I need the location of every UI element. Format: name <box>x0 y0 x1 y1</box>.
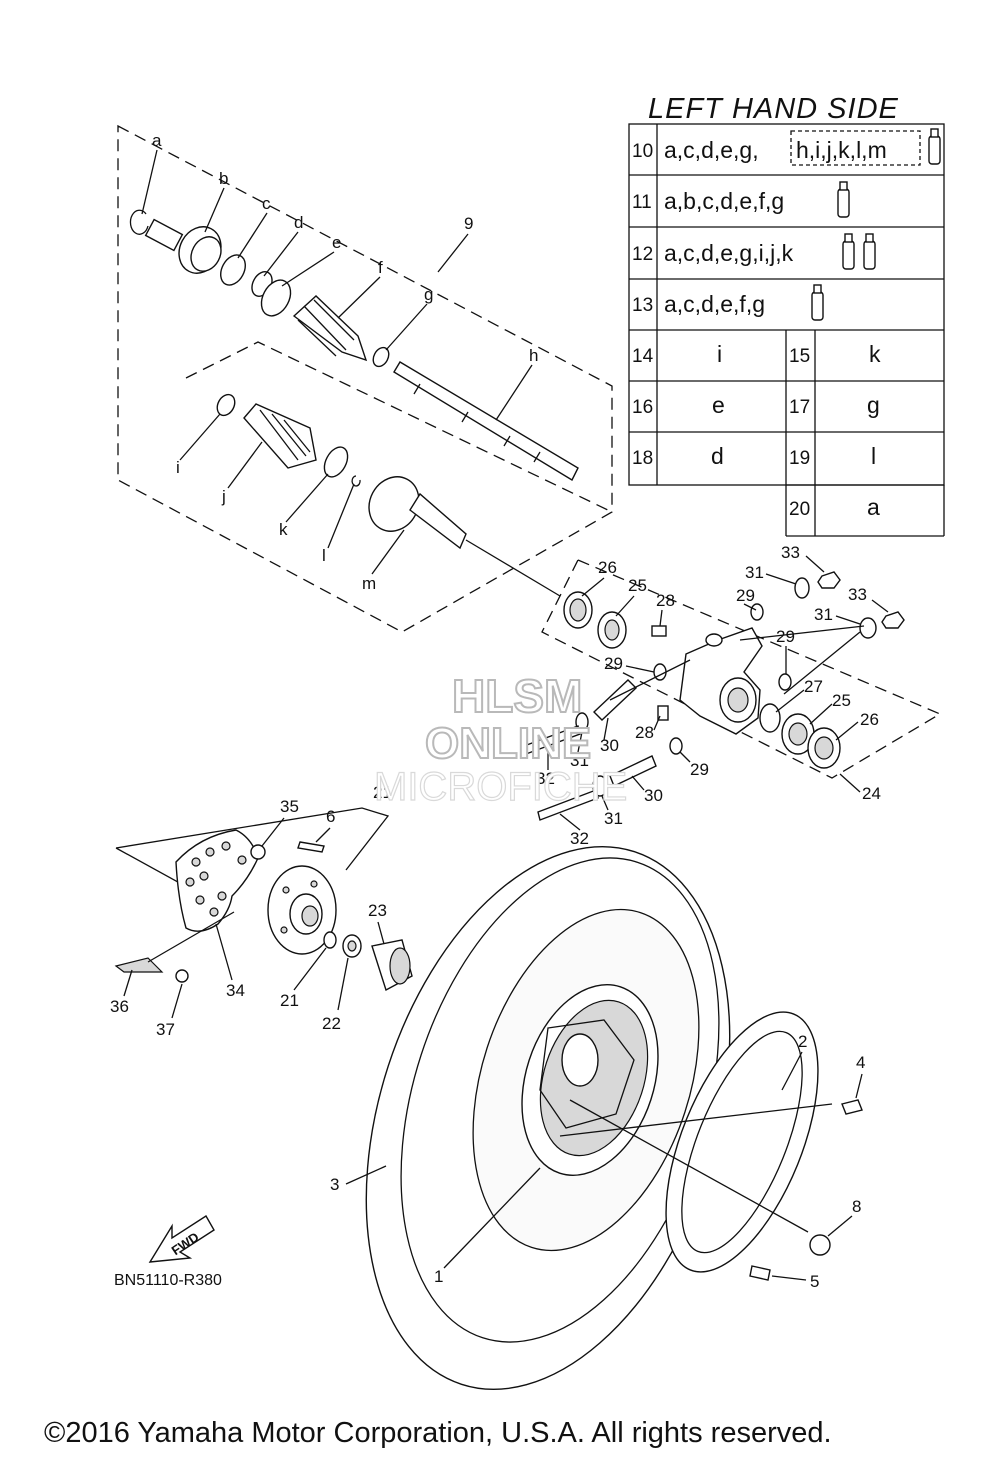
grease-tube-icon <box>811 284 824 321</box>
row-17-num: 17 <box>789 397 810 418</box>
callout-26: 26 <box>598 558 617 577</box>
label-h: h <box>529 346 538 365</box>
callout-34: 34 <box>226 981 245 1000</box>
callout-31: 31 <box>745 563 764 582</box>
row-15-num: 15 <box>789 346 810 367</box>
label-k: k <box>279 520 288 539</box>
label-i: i <box>176 458 180 477</box>
callout-27: 27 <box>804 677 823 696</box>
callout-25: 25 <box>832 691 851 710</box>
callout-33: 33 <box>781 543 800 562</box>
hub-and-brake-disc: 21 35 6 23 34 21 22 36 37 <box>110 783 413 1039</box>
row-11-letters: a,b,c,d,e,f,g <box>664 188 784 214</box>
row-20-val: a <box>867 494 880 520</box>
grease-tube-icon <box>842 233 855 270</box>
callout-30: 30 <box>644 786 663 805</box>
row-19-val: l <box>871 443 876 469</box>
row-20-num: 20 <box>789 499 810 520</box>
watermark-line-2: ONLINE <box>425 719 591 768</box>
watermark-line-1: HLSM <box>452 670 582 722</box>
row-12-letters: a,c,d,e,g,i,j,k <box>664 240 794 266</box>
row-13-num: 13 <box>632 295 653 316</box>
callout-31: 31 <box>814 605 833 624</box>
row-11-num: 11 <box>632 192 652 213</box>
row-14-num: 14 <box>632 346 654 367</box>
grease-tube-icon <box>928 128 941 165</box>
row-15-val: k <box>869 341 881 367</box>
grease-tube-icon <box>863 233 876 270</box>
row-16-val: e <box>712 392 725 418</box>
row-16-num: 16 <box>632 397 653 418</box>
callout-22: 22 <box>322 1014 341 1033</box>
row-13-letters: a,c,d,e,f,g <box>664 291 765 317</box>
row-10-boxed-letters: h,i,j,k,l,m <box>796 137 887 163</box>
callout-29: 29 <box>690 760 709 779</box>
callout-31: 31 <box>570 751 589 770</box>
callout-31: 31 <box>604 809 623 828</box>
callout-8: 8 <box>852 1197 861 1216</box>
watermark-line-3: MICROFICHE <box>374 765 627 809</box>
callout-25: 25 <box>628 576 647 595</box>
label-l: l <box>322 546 326 565</box>
row-10-num: 10 <box>632 141 653 162</box>
callout-28: 28 <box>656 591 675 610</box>
callout-33: 33 <box>848 585 867 604</box>
row-10-letters: a,c,d,e,g, <box>664 137 759 163</box>
callout-37: 37 <box>156 1020 175 1039</box>
grease-tube-icon <box>837 181 850 218</box>
row-19-num: 19 <box>789 448 810 469</box>
left-hand-side-table: LEFT HAND SIDE 10 a,c,d,e,g, h,i,j,k,l,m… <box>628 93 945 537</box>
knuckle-assembly: 26 25 28 29 31 33 33 31 29 29 27 25 26 2… <box>523 543 942 848</box>
row-17-val: g <box>867 392 880 418</box>
label-g: g <box>424 285 433 304</box>
label-b: b <box>219 169 228 188</box>
callout-26: 26 <box>860 710 879 729</box>
outer-cv-joint <box>144 218 222 274</box>
copyright-notice: ©2016 Yamaha Motor Corporation, U.S.A. A… <box>44 1417 832 1449</box>
callout-32: 32 <box>570 829 589 848</box>
callout-9: 9 <box>464 214 473 233</box>
callout-23: 23 <box>368 901 387 920</box>
callout-24: 24 <box>862 784 881 803</box>
label-j: j <box>221 487 226 506</box>
table-title: LEFT HAND SIDE <box>648 93 899 125</box>
row-18-val: d <box>711 443 724 469</box>
forward-direction-arrow: FWD <box>148 1215 215 1263</box>
callout-35: 35 <box>280 797 299 816</box>
row-18-num: 18 <box>632 448 653 469</box>
label-c: c <box>262 194 271 213</box>
diagram-code: BN51110-R380 <box>114 1272 222 1289</box>
callout-21: 21 <box>280 991 299 1010</box>
callout-30: 30 <box>600 736 619 755</box>
callout-1: 1 <box>434 1267 443 1286</box>
callout-29: 29 <box>604 654 623 673</box>
label-a: a <box>152 131 162 150</box>
row-12-num: 12 <box>632 244 653 265</box>
callout-3: 3 <box>330 1175 339 1194</box>
callout-5: 4 <box>856 1053 865 1072</box>
callout-32: 32 <box>536 769 555 788</box>
label-f: f <box>378 258 383 277</box>
callout-7: 6 <box>326 807 335 826</box>
callout-29: 29 <box>776 627 795 646</box>
callout-28: 28 <box>635 723 654 742</box>
row-14-val: i <box>717 341 722 367</box>
callout-4: 5 <box>810 1272 819 1291</box>
callout-29: 29 <box>736 586 755 605</box>
drive-shaft-assembly: a b c d e f g h i j k l m 9 <box>117 124 613 633</box>
label-m: m <box>362 574 376 593</box>
callout-2: 2 <box>798 1032 807 1051</box>
label-e: e <box>332 233 341 252</box>
watermark: HLSM ONLINE MICROFICHE <box>373 669 628 810</box>
label-d: d <box>294 213 303 232</box>
callout-6: 21 <box>373 783 392 802</box>
callout-36: 36 <box>110 997 129 1016</box>
wheel-and-tire: 2 4 3 8 1 5 <box>330 845 865 1391</box>
